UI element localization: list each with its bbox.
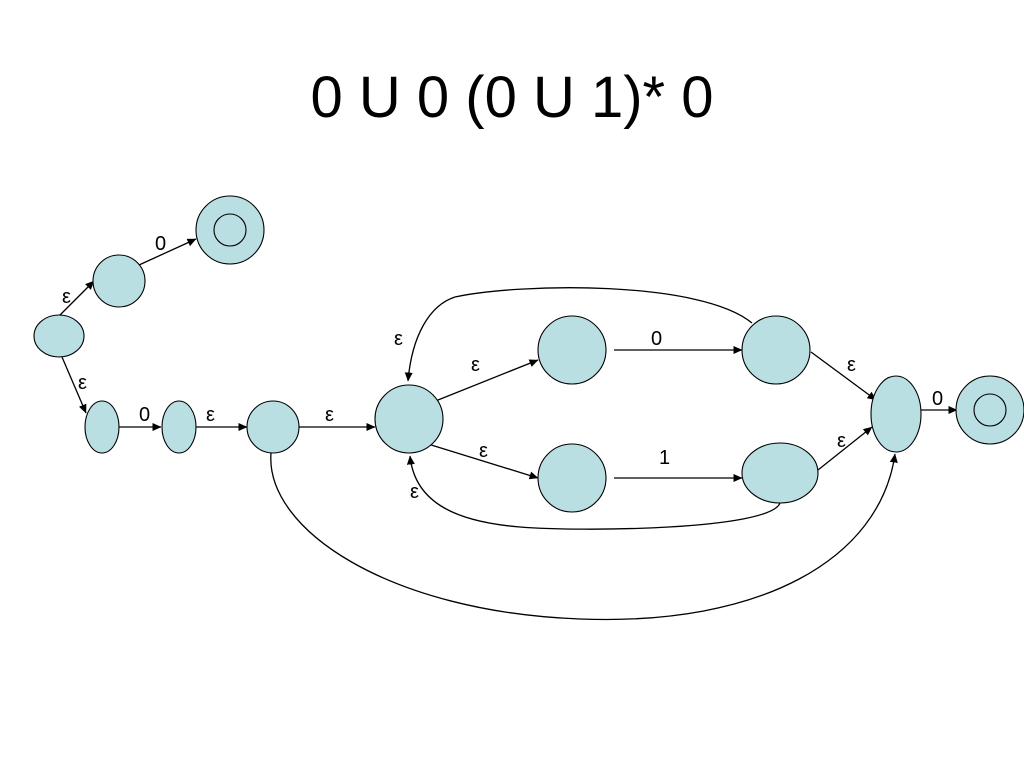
label-eps-loop-back-bottom: ε <box>410 481 419 503</box>
exit-state <box>870 375 922 453</box>
edge-start-to-lower <box>61 356 87 414</box>
label-eps-to-upper: ε <box>62 286 71 308</box>
label-zero-final: 0 <box>932 388 943 410</box>
label-eps-zero-to-exit: ε <box>847 354 856 376</box>
one-branch-start-state <box>537 443 607 513</box>
label-eps-after-zero: ε <box>206 404 215 426</box>
edge-start-to-upper <box>56 280 95 319</box>
edge-loop-back-bottom <box>406 455 781 530</box>
pre-loop-state <box>246 400 300 454</box>
edge-entry-to-one-branch <box>427 443 539 480</box>
edge-loop-back-top <box>404 287 753 382</box>
label-eps-entry-to-one: ε <box>479 440 488 462</box>
label-zero-lower: 0 <box>139 404 150 426</box>
page-title: 0 U 0 (0 U 1)* 0 <box>310 65 714 130</box>
label-eps-to-lower: ε <box>78 372 87 394</box>
upper-state <box>92 254 146 308</box>
final-accept-inner-ring <box>973 393 1007 427</box>
edge-zero-branch-to-exit <box>810 351 877 401</box>
label-eps-entry-to-zero: ε <box>471 354 480 376</box>
edge-entry-to-zero-branch <box>427 359 539 405</box>
edge-one-branch-to-exit <box>817 426 873 471</box>
label-zero-upper: 0 <box>155 233 166 255</box>
upper-accept-inner-ring <box>213 213 247 247</box>
start-state <box>33 314 85 358</box>
one-branch-end-state <box>741 442 819 504</box>
edge-upper-to-accept <box>138 238 197 266</box>
lower-state-b <box>161 400 197 454</box>
lower-state-a <box>84 400 120 454</box>
label-eps-one-to-exit: ε <box>837 430 846 452</box>
zero-branch-end-state <box>741 315 811 385</box>
final-accept-state <box>955 375 1024 445</box>
loop-entry-state <box>374 384 444 454</box>
edge-skip-to-exit <box>270 452 898 621</box>
label-one-branch: 1 <box>659 447 670 469</box>
label-zero-branch: 0 <box>651 328 662 350</box>
label-eps-loop-back-top: ε <box>394 328 403 350</box>
label-eps-to-loop-entry: ε <box>325 404 334 426</box>
zero-branch-start-state <box>537 315 607 385</box>
upper-accept-state <box>195 195 265 265</box>
